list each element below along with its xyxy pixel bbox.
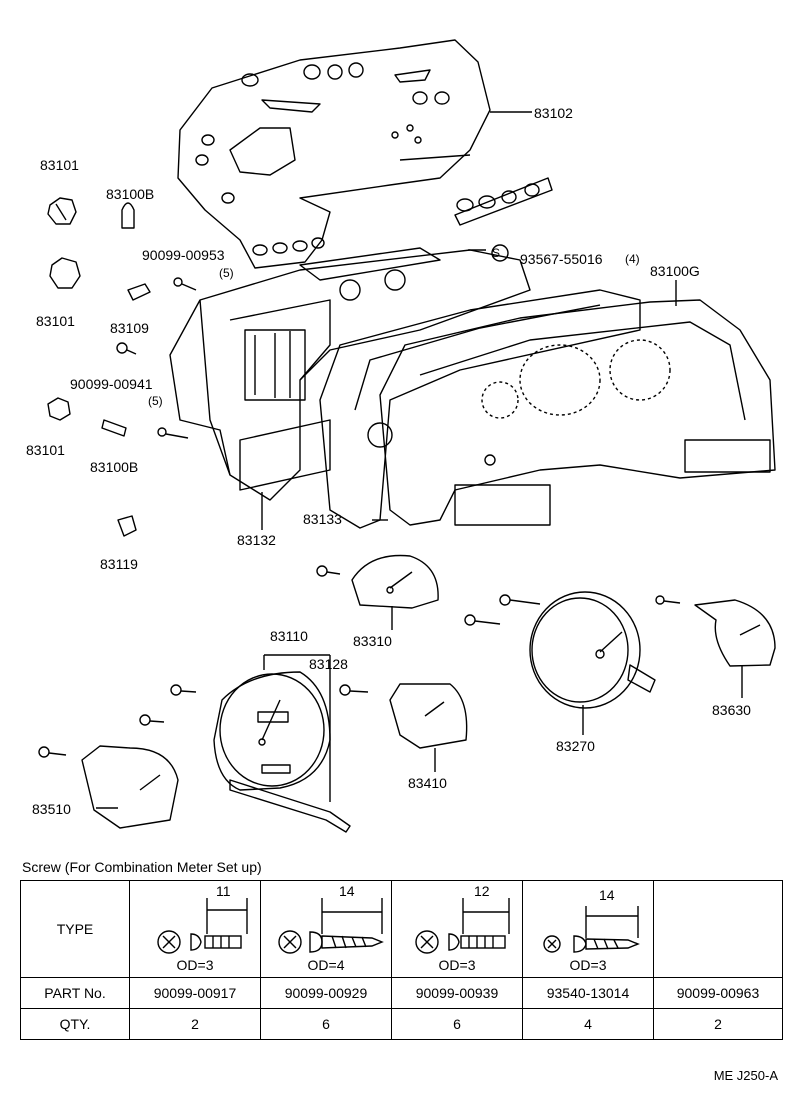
screw-type-3-drawing (415, 898, 510, 954)
row-label-type: TYPE (20, 880, 130, 978)
printed-circuit-plate (177, 39, 553, 269)
callout-83310: 83310 (353, 633, 392, 649)
callout-83630: 83630 (712, 702, 751, 718)
callout-83109: 83109 (110, 320, 149, 336)
callout-83100b-top: 83100B (106, 186, 155, 202)
screw-type-2-drawing (278, 898, 384, 954)
callout-83270: 83270 (556, 738, 595, 754)
type-cell-2: 14 OD=4 (260, 880, 392, 978)
type-cell-5 (653, 880, 783, 978)
part-no-2: 90099-00929 (260, 977, 392, 1009)
callout-83119: 83119 (100, 556, 138, 572)
meter-hood (319, 289, 641, 529)
exploded-diagram: 83102 83101 83100B 90099-00953 (5) S 935… (26, 39, 776, 833)
part-no-5: 90099-00963 (653, 977, 783, 1009)
callout-90099-00941: 90099-00941 (70, 376, 153, 392)
document-id: ME J250-A (713, 1068, 778, 1083)
type-cell-1: 11 OD=3 (129, 880, 261, 978)
callout-83100b-bottom: 83100B (90, 459, 139, 475)
part-no-3: 90099-00939 (391, 977, 523, 1009)
qty-2: 6 (260, 1008, 392, 1040)
screw-90099-00941 (116, 342, 137, 355)
screw-case (157, 427, 189, 439)
type-cell-3: 12 OD=3 (391, 880, 523, 978)
callout-90099-00941-qty: (5) (148, 394, 163, 408)
table-row-part-no: PART No. 90099-00917 90099-00929 90099-0… (20, 977, 783, 1009)
callout-83133: 83133 (303, 511, 342, 527)
bulb-83109 (127, 283, 151, 301)
row-label-qty: QTY. (20, 1008, 130, 1040)
screw-type-1-drawing (157, 898, 248, 954)
bulb-83100b-bottom (101, 419, 127, 437)
callout-83100g: 83100G (650, 263, 700, 279)
screw-table: TYPE 11 OD=3 14 (20, 880, 783, 1040)
tachometer-83270 (464, 591, 656, 709)
gauge-83410 (339, 683, 468, 749)
screw-od-4: OD=3 (569, 957, 607, 973)
table-row-type: TYPE 11 OD=3 14 (20, 880, 783, 978)
callout-83101-b: 83101 (36, 313, 75, 329)
callout-83410: 83410 (408, 775, 447, 791)
socket-83101-a (47, 197, 77, 225)
callout-90099-00953: 90099-00953 (142, 247, 225, 263)
socket-83101-c (47, 397, 71, 421)
table-row-qty: QTY. 2 6 6 4 2 (20, 1008, 783, 1040)
callout-83510: 83510 (32, 801, 71, 817)
part-no-4: 93540-13014 (522, 977, 654, 1009)
part-no-1: 90099-00917 (129, 977, 261, 1009)
socket-83101-b (49, 257, 81, 289)
screw-length-2: 14 (339, 883, 355, 899)
callout-83101-a: 83101 (40, 157, 79, 173)
callout-83110: 83110 (270, 628, 308, 644)
qty-1: 2 (129, 1008, 261, 1040)
screw-length-1: 11 (216, 883, 231, 899)
callout-83102: 83102 (534, 105, 573, 121)
type-cell-4: 14 OD=3 (522, 880, 654, 978)
callout-83132: 83132 (237, 532, 276, 548)
gauge-83510 (38, 745, 179, 829)
screw-od-3: OD=3 (438, 957, 476, 973)
bulb-83100b-top (121, 202, 135, 229)
callout-93567-55016-qty: (4) (625, 252, 640, 266)
row-label-part-no: PART No. (20, 977, 130, 1009)
gauge-83310 (316, 554, 439, 609)
diagram-drawing (38, 39, 776, 833)
callout-93567-55016: 93567-55016 (520, 251, 603, 267)
screw-length-4: 14 (599, 887, 615, 903)
screw-93567-55016 (491, 244, 509, 262)
screw-od-2: OD=4 (307, 957, 345, 973)
screw-length-3: 12 (474, 883, 490, 899)
callout-90099-00953-qty: (5) (219, 266, 234, 280)
qty-4: 4 (522, 1008, 654, 1040)
bulb-83119 (117, 515, 137, 537)
qty-3: 6 (391, 1008, 523, 1040)
speedometer-83110 (139, 654, 351, 833)
screw-type-4-drawing (543, 906, 640, 953)
callout-93567-mark: S (492, 246, 501, 260)
callout-83101-c: 83101 (26, 442, 65, 458)
screw-90099-00953 (173, 277, 197, 291)
screw-table-title: Screw (For Combination Meter Set up) (22, 859, 262, 875)
meter-glass (379, 299, 776, 526)
screw-od-1: OD=3 (176, 957, 214, 973)
meter-case (169, 247, 531, 501)
gauge-83630 (655, 595, 776, 667)
callout-83128: 83128 (309, 656, 348, 672)
qty-5: 2 (653, 1008, 783, 1040)
